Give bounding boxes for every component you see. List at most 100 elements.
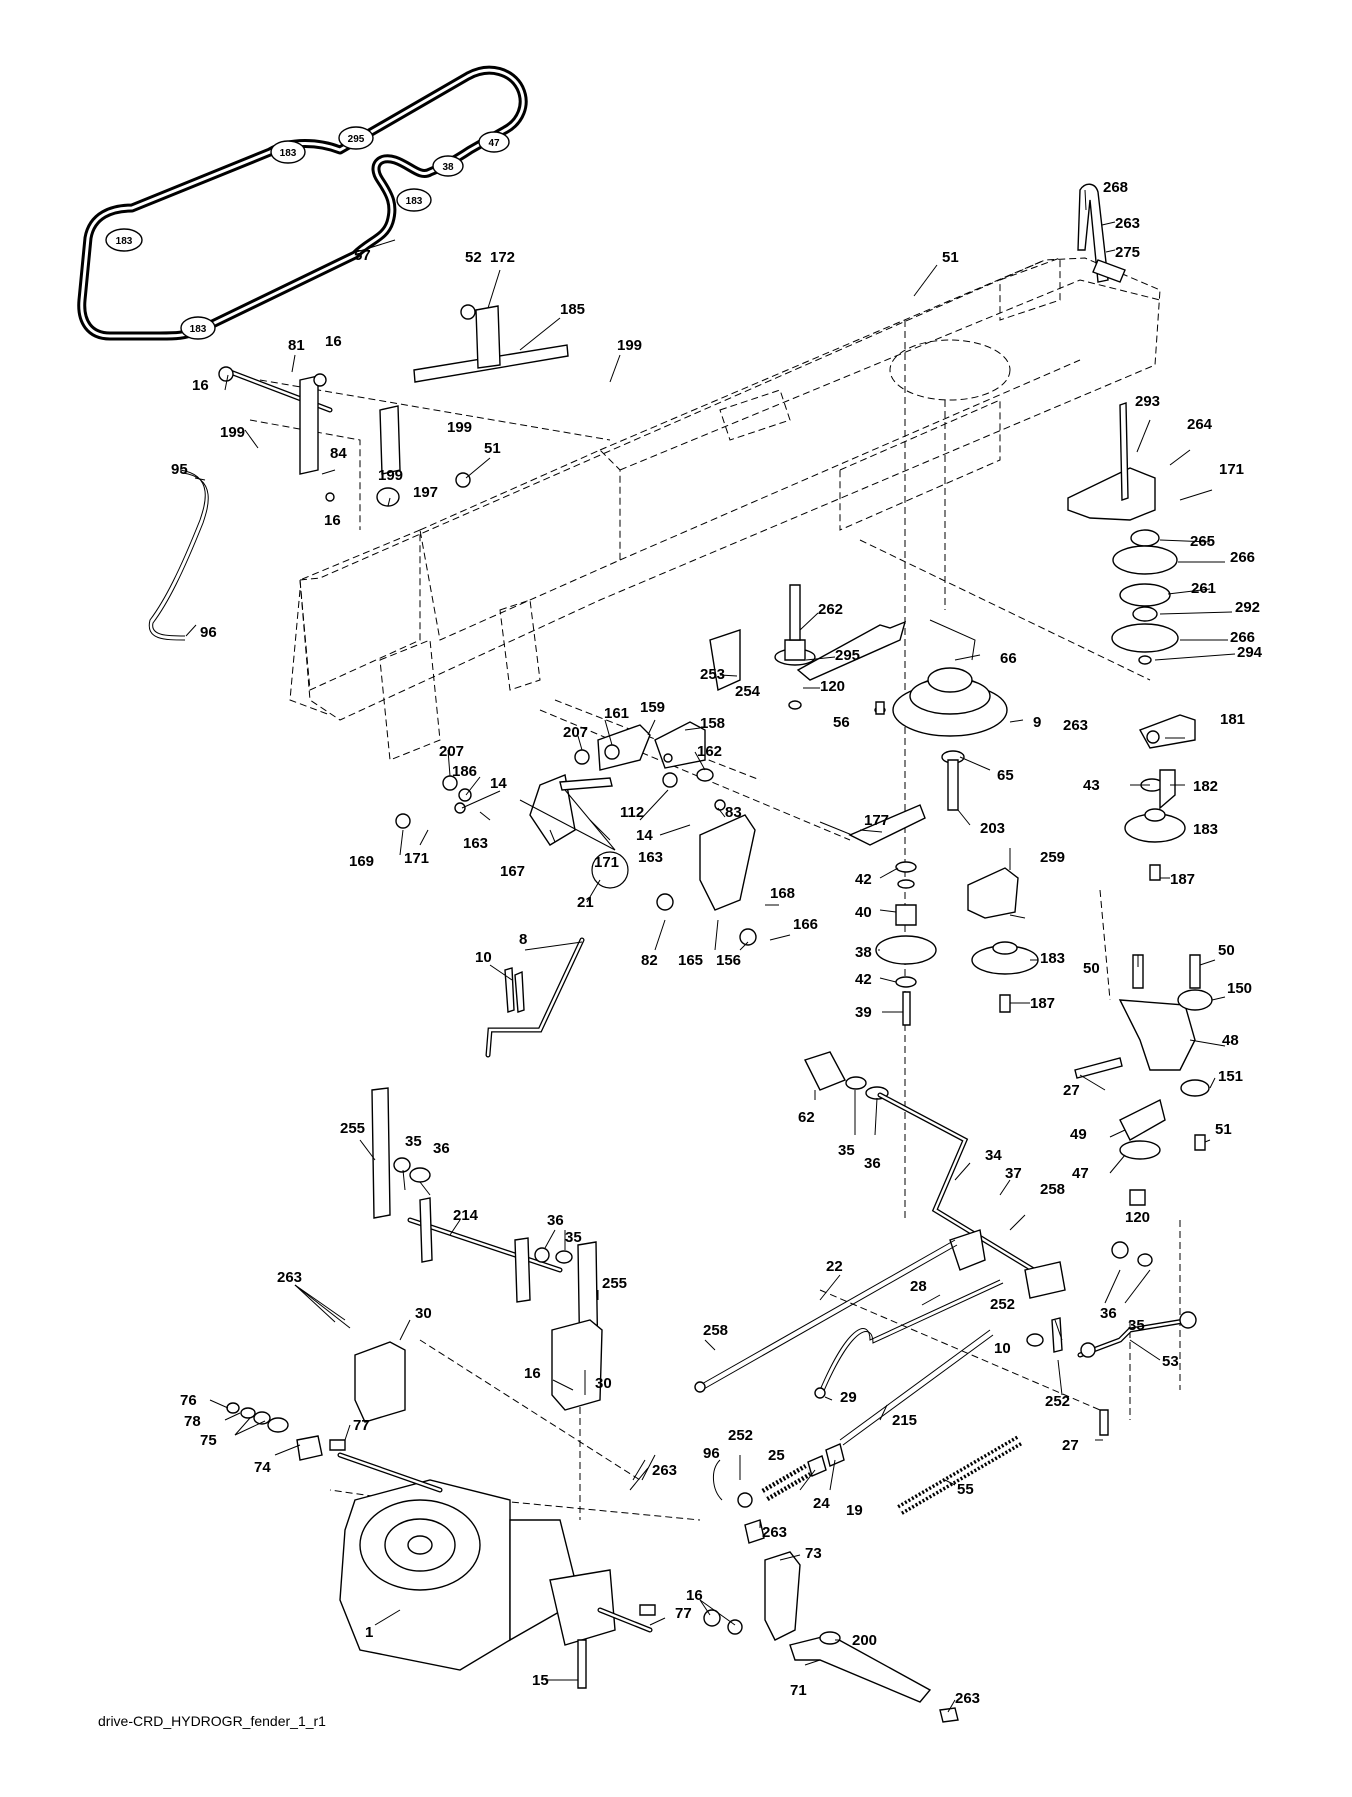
callout-82: 82: [641, 952, 658, 969]
callout-1: 1: [365, 1624, 373, 1641]
callout-203: 203: [980, 820, 1005, 837]
callout-158: 158: [700, 715, 725, 732]
callout-200: 200: [852, 1632, 877, 1649]
callout-156: 156: [716, 952, 741, 969]
callout-182: 182: [1193, 778, 1218, 795]
pulley-label: 183: [406, 196, 423, 207]
callout-78: 78: [184, 1413, 201, 1430]
callout-34: 34: [985, 1147, 1002, 1164]
callout-8: 8: [519, 931, 527, 948]
callout-207: 207: [439, 743, 464, 760]
callout-112: 112: [620, 804, 644, 821]
callout-163: 163: [638, 849, 663, 866]
callout-258: 258: [1040, 1181, 1065, 1198]
callout-266: 266: [1230, 629, 1255, 646]
pulley-label: 47: [488, 138, 500, 149]
callout-165: 165: [678, 952, 703, 969]
spring-55: [897, 1435, 1023, 1515]
callout-159: 159: [640, 699, 665, 716]
callout-35: 35: [838, 1142, 855, 1159]
callout-166: 166: [793, 916, 818, 933]
callout-199: 199: [617, 337, 642, 354]
callout-74: 74: [254, 1459, 271, 1476]
callout-27: 27: [1063, 1082, 1080, 1099]
callout-215: 215: [892, 1412, 917, 1429]
callout-29: 29: [840, 1389, 857, 1406]
callout-171: 171: [404, 850, 429, 867]
callout-263: 263: [1063, 717, 1088, 734]
callout-38: 38: [855, 944, 872, 961]
belt-pulley: 183: [180, 316, 216, 340]
linkage-rods: [694, 1239, 1197, 1446]
callout-27: 27: [1062, 1437, 1079, 1454]
callout-187: 187: [1030, 995, 1055, 1012]
callout-50: 50: [1218, 942, 1235, 959]
callout-207: 207: [563, 724, 588, 741]
pulley-label: 38: [442, 162, 454, 173]
idler-bracket-48: [1074, 954, 1213, 1206]
callout-10: 10: [475, 949, 492, 966]
belt-pulley: 47: [478, 131, 510, 153]
callout-187: 187: [1170, 871, 1195, 888]
callout-56: 56: [833, 714, 850, 731]
callout-51: 51: [484, 440, 501, 457]
callout-186: 186: [452, 763, 477, 780]
callout-16: 16: [324, 512, 341, 529]
callout-35: 35: [405, 1133, 422, 1150]
callout-181: 181: [1220, 711, 1245, 728]
callout-84: 84: [330, 445, 347, 462]
spring-25: [713, 1443, 845, 1508]
callout-14: 14: [636, 827, 653, 844]
callout-22: 22: [826, 1258, 843, 1275]
callout-183: 183: [1040, 950, 1065, 967]
belt-pulley: 295: [338, 126, 374, 150]
belt-pulley: 183: [396, 188, 432, 212]
callout-254: 254: [735, 683, 761, 700]
callout-96: 96: [703, 1445, 720, 1462]
callout-259: 259: [1040, 849, 1065, 866]
callout-65: 65: [997, 767, 1014, 784]
callout-151: 151: [1218, 1068, 1243, 1085]
callout-30: 30: [415, 1305, 432, 1322]
callout-171: 171: [594, 854, 619, 871]
belt-pulley: 183: [270, 140, 306, 164]
callout-47: 47: [1072, 1165, 1089, 1182]
callout-263: 263: [1115, 215, 1140, 232]
callout-25: 25: [768, 1447, 785, 1464]
callout-35: 35: [565, 1229, 582, 1246]
callout-42: 42: [855, 871, 872, 888]
callout-199: 199: [447, 419, 472, 436]
callout-30: 30: [595, 1375, 612, 1392]
callout-293: 293: [1135, 393, 1160, 410]
callout-292: 292: [1235, 599, 1260, 616]
callout-10: 10: [994, 1340, 1011, 1357]
callout-73: 73: [805, 1545, 822, 1562]
bracket-73-71: [703, 1519, 959, 1723]
callout-53: 53: [1162, 1353, 1179, 1370]
callout-48: 48: [1222, 1032, 1239, 1049]
callout-81: 81: [288, 337, 305, 354]
callout-161: 161: [604, 705, 629, 722]
brake-linkage: [395, 721, 757, 946]
callout-96: 96: [200, 624, 217, 641]
callout-214: 214: [453, 1207, 479, 1224]
callout-199: 199: [220, 424, 245, 441]
callout-252: 252: [990, 1296, 1015, 1313]
callout-36: 36: [433, 1140, 450, 1157]
pulley-label: 183: [116, 236, 133, 247]
callout-35: 35: [1128, 1317, 1145, 1334]
callout-150: 150: [1227, 980, 1252, 997]
callout-185: 185: [560, 301, 585, 318]
callout-263: 263: [762, 1524, 787, 1541]
callout-14: 14: [490, 775, 507, 792]
pulley-label: 183: [190, 324, 207, 335]
callout-57: 57: [354, 247, 371, 264]
callout-199: 199: [378, 467, 403, 484]
callout-37: 37: [1005, 1165, 1022, 1182]
callout-71: 71: [790, 1682, 807, 1699]
callout-262: 262: [818, 601, 843, 618]
idler-stack: [1067, 402, 1179, 665]
callout-16: 16: [524, 1365, 541, 1382]
callout-75: 75: [200, 1432, 217, 1449]
